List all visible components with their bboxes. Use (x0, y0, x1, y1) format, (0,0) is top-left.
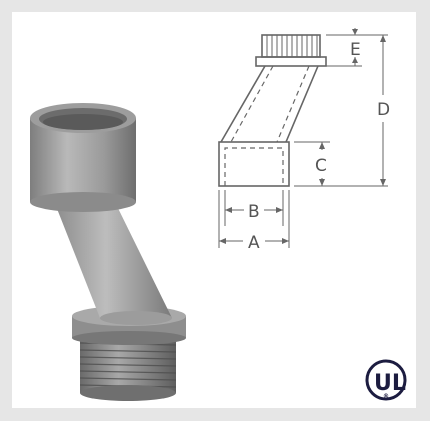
drawing-thread-lines (266, 35, 318, 57)
drawing-flange (255, 56, 327, 67)
dimension-label-c: C (315, 156, 327, 176)
dimension-drawing (218, 28, 388, 248)
drawing-hub (218, 141, 290, 187)
dimension-label-a: A (248, 233, 260, 253)
ul-registered-symbol: ® (383, 393, 389, 400)
ul-listed-mark-icon: UL ® (365, 359, 407, 401)
dimension-arrowheads (219, 29, 386, 244)
dimension-label-b: B (248, 202, 260, 222)
dimension-label-d: D (377, 100, 390, 120)
dimension-label-e: E (350, 40, 361, 60)
offset-tube (52, 196, 172, 325)
ul-mark-text: UL (374, 371, 406, 396)
drawing-threaded-top (261, 34, 321, 58)
slip-hub (30, 103, 136, 212)
dimension-d-line (294, 34, 388, 187)
offset-fitting-3d-render (30, 103, 186, 401)
